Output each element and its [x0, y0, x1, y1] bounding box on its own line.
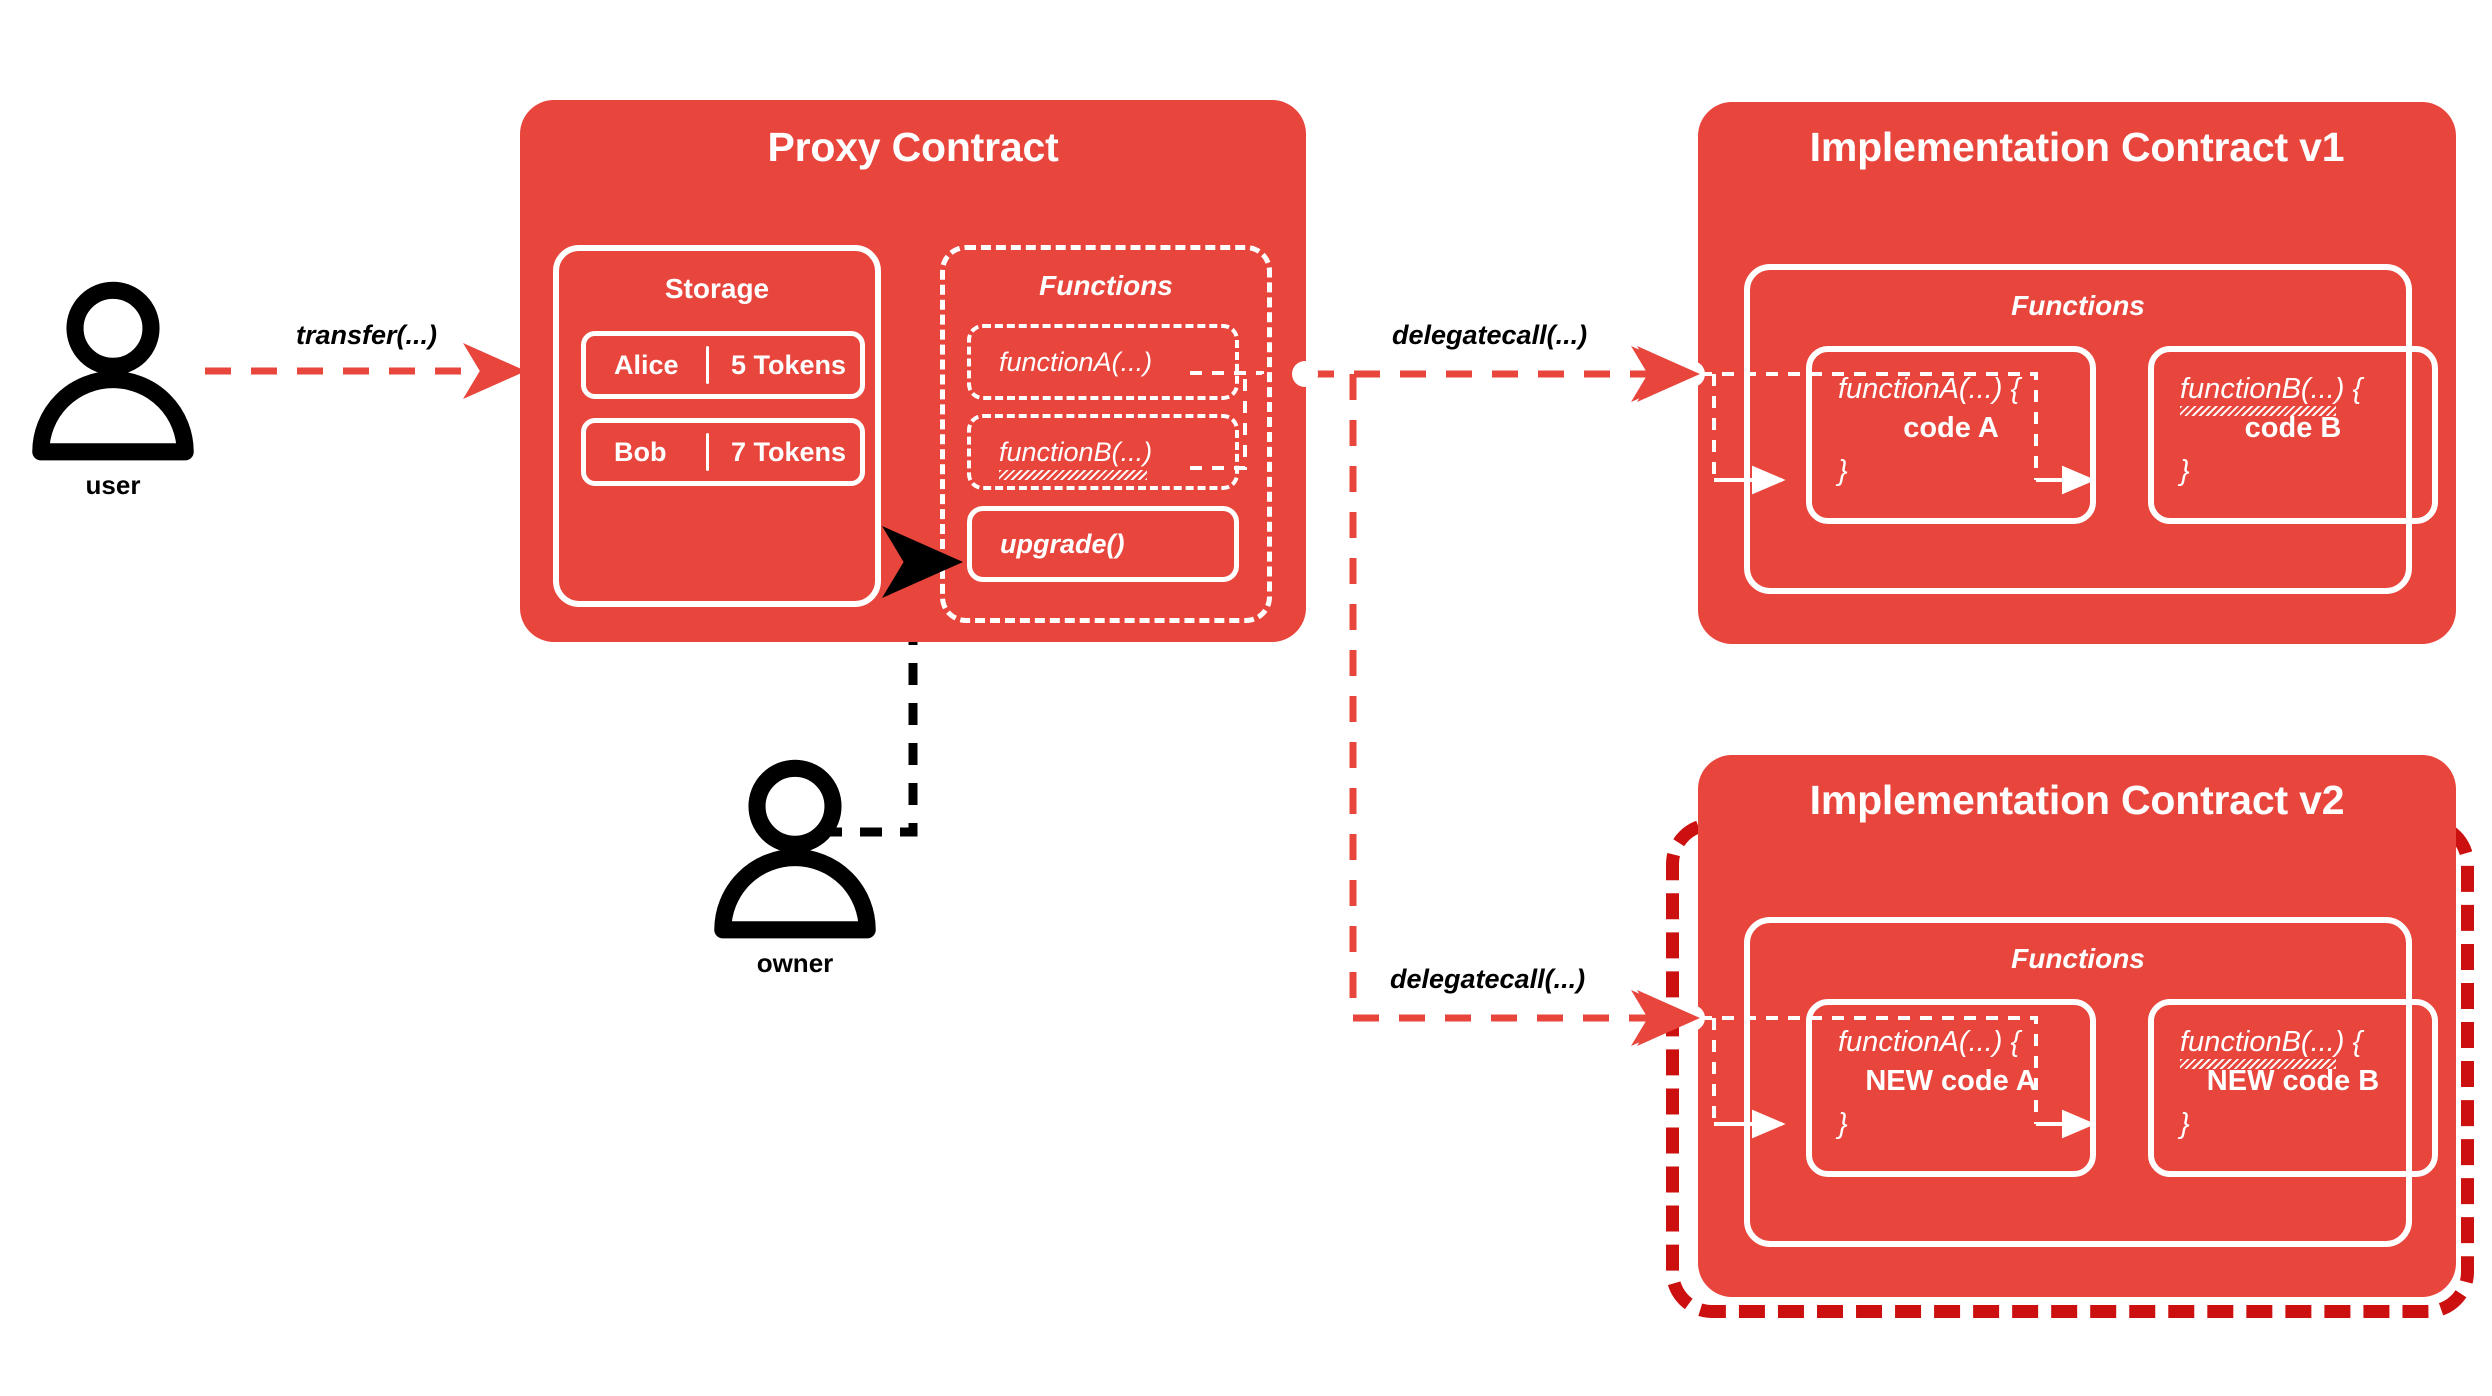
code-close-brace: } [2180, 1108, 2190, 1141]
storage-row-separator [706, 346, 709, 384]
code-signature: functionB(...) { [2180, 1026, 2363, 1058]
edge-label-transfer: transfer(...) [296, 320, 438, 350]
proxy-function-item-label: upgrade() [1000, 528, 1125, 559]
code-body: code B [2244, 412, 2342, 445]
impl-v2-title: Implementation Contract v2 [1809, 777, 2345, 823]
actor-owner-label: owner [756, 948, 834, 978]
spellcheck-squiggle [2180, 1059, 2336, 1069]
edge-label-delegatecall-v1: delegatecall(...) [1392, 320, 1588, 350]
storage-row: Alice 5 Tokens [581, 331, 865, 399]
impl-v1-title: Implementation Contract v1 [1809, 124, 2345, 170]
code-close-brace: } [1838, 455, 1848, 488]
code-signature: functionA(...) { [1838, 1026, 2021, 1058]
code-close-brace: } [1838, 1108, 1848, 1141]
proxy-function-item-functionb[interactable]: functionB(...) [967, 414, 1239, 490]
impl-v2-function-functiona[interactable]: functionA(...) { NEW code A } [1806, 999, 2096, 1177]
actor-user-label: user [85, 470, 141, 500]
proxy-contract-card[interactable]: Proxy Contract Storage Alice 5 Tokens Bo… [520, 100, 1306, 642]
actor-user: user [18, 277, 208, 507]
proxy-functions-panel: Functions functionA(...) functionB(...) … [940, 245, 1272, 623]
storage-row: Bob 7 Tokens [581, 418, 865, 486]
code-signature: functionB(...) { [2180, 373, 2363, 405]
storage-row-name: Alice [614, 349, 679, 380]
proxy-storage-label: Storage [664, 273, 770, 304]
impl-v1-functions-label: Functions [2011, 290, 2145, 321]
spellcheck-squiggle [999, 470, 1147, 480]
wire-delegatecall-v2 [1349, 374, 1705, 1046]
code-body: code A [1903, 412, 1999, 445]
impl-v1-card[interactable]: Implementation Contract v1 Functions fun… [1698, 102, 2456, 644]
edge-label-delegatecall-v2: delegatecall(...) [1390, 964, 1586, 994]
storage-row-value: 5 Tokens [731, 349, 847, 380]
impl-v1-functions-panel: Functions functionA(...) { code A } func… [1744, 264, 2438, 594]
code-signature: functionA(...) { [1838, 373, 2021, 405]
storage-row-separator [706, 433, 709, 471]
proxy-function-item-upgrade[interactable]: upgrade() [967, 506, 1239, 582]
code-body: NEW code A [1865, 1065, 2037, 1098]
spellcheck-squiggle [2180, 406, 2336, 416]
proxy-contract-title: Proxy Contract [767, 124, 1059, 170]
impl-v2-card[interactable]: Implementation Contract v2 Functions fun… [1698, 755, 2456, 1297]
actor-owner: owner [700, 755, 890, 985]
person-icon [32, 281, 194, 461]
proxy-function-item-label: functionA(...) [999, 346, 1153, 377]
proxy-function-item-functiona[interactable]: functionA(...) [967, 324, 1239, 400]
proxy-storage-panel: Storage Alice 5 Tokens Bob 7 Tokens [553, 245, 881, 607]
storage-row-value: 7 Tokens [731, 436, 847, 467]
code-body: NEW code B [2206, 1065, 2380, 1098]
impl-v2-functions-panel: Functions functionA(...) { NEW code A } … [1744, 917, 2438, 1247]
wire-delegatecall-v1 [1292, 346, 1705, 402]
impl-v2-functions-label: Functions [2011, 943, 2145, 974]
impl-v1-function-functionb[interactable]: functionB(...) { code B } [2148, 346, 2438, 524]
proxy-functions-label: Functions [1039, 270, 1173, 301]
impl-v1-function-functiona[interactable]: functionA(...) { code A } [1806, 346, 2096, 524]
storage-row-name: Bob [614, 436, 667, 467]
code-close-brace: } [2180, 455, 2190, 488]
person-icon [714, 759, 876, 939]
proxy-function-item-label: functionB(...) [999, 436, 1153, 467]
impl-v2-function-functionb[interactable]: functionB(...) { NEW code B } [2148, 999, 2438, 1177]
